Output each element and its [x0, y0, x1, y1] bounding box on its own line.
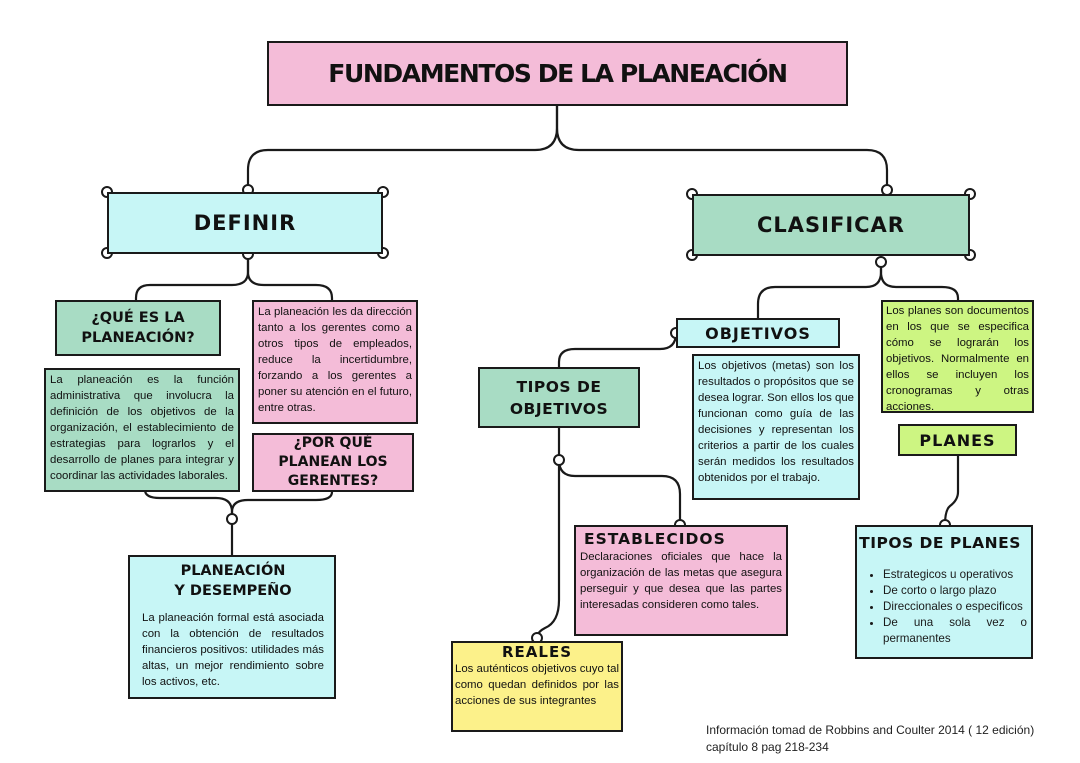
merge-connector-right [230, 490, 334, 521]
desempeno-title-line2: Y DESEMPEÑO [174, 583, 292, 599]
establecidos-title: ESTABLECIDOS [584, 530, 726, 548]
tipos-planes-item: De una sola vez o permanentes [883, 615, 1027, 647]
junction-dot [875, 256, 887, 268]
objetivos-title-box: OBJETIVOS [676, 318, 840, 348]
source-citation-line2: capítulo 8 pag 218-234 [706, 740, 829, 754]
por-que-text: La planeación les da dirección tanto a l… [258, 306, 412, 414]
source-citation: Información tomad de Robbins and Coulter… [706, 722, 1034, 756]
merge-connector-left [143, 488, 234, 521]
tipos-objetivos-line2: OBJETIVOS [509, 399, 609, 418]
establecidos-box: ESTABLECIDOS Declaraciones oficiales que… [574, 525, 788, 636]
planes-text: Los planes son documentos en los que se … [886, 305, 1029, 413]
tipos-planes-item: Direccionales o especificos [883, 599, 1027, 615]
main-title-box: FUNDAMENTOS DE LA PLANEACIÓN [267, 41, 848, 106]
tipos-planes-item: De corto o largo plazo [883, 583, 1027, 599]
planes-connector [943, 454, 960, 527]
por-que-text-box: La planeación les da dirección tanto a l… [252, 300, 418, 424]
reales-text: Los auténticos objetivos cuyo tal como q… [455, 663, 619, 707]
reales-title: REALES [501, 643, 572, 661]
planes-title: PLANES [919, 430, 996, 450]
title-connector-right [555, 104, 889, 192]
por-que-title-line3: GERENTES? [287, 473, 379, 489]
tipos-planes-item: Estrategicos u operativos [883, 567, 1027, 583]
definir-box: DEFINIR [107, 192, 383, 254]
tipos-planes-box: Estrategicos u operativos De corto o lar… [855, 525, 1033, 659]
title-connector [246, 104, 559, 192]
objetivos-text: Los objetivos (metas) son los resultados… [698, 360, 854, 484]
que-es-text-box: La planeación es la función administrati… [44, 368, 240, 492]
junction-dot [226, 513, 238, 525]
objetivos-text-box: Los objetivos (metas) son los resultados… [692, 354, 860, 500]
planes-title-box: PLANES [898, 424, 1017, 456]
definir-title: DEFINIR [193, 211, 297, 235]
tipos-connector-reales [535, 458, 561, 640]
clasificar-title: CLASIFICAR [757, 213, 905, 237]
desempeno-box: PLANEACIÓN Y DESEMPEÑO La planeación for… [128, 555, 336, 699]
tipos-planes-title: TIPOS DE PLANES [859, 534, 1021, 552]
que-es-title-line2: PLANEACIÓN? [81, 330, 195, 346]
clasificar-connector-right [879, 260, 960, 302]
junction-dot [553, 454, 565, 466]
objetivos-connector [557, 331, 678, 369]
clasificar-box: CLASIFICAR [692, 194, 970, 256]
tipos-objetivos-line1: TIPOS DE [516, 377, 602, 396]
establecidos-text: Declaraciones oficiales que hace la orga… [580, 551, 782, 611]
desempeno-title-line1: PLANEACIÓN [180, 563, 286, 579]
que-es-title-line1: ¿QUÉ ES LA [91, 310, 185, 326]
clasificar-connector [756, 260, 883, 320]
por-que-title-line2: PLANEAN LOS [278, 454, 388, 470]
por-que-title-box: ¿POR QUÉ PLANEAN LOS GERENTES? [252, 433, 414, 492]
main-title: FUNDAMENTOS DE LA PLANEACIÓN [328, 59, 788, 88]
planes-text-box: Los planes son documentos en los que se … [881, 300, 1034, 413]
tipos-objetivos-box: TIPOS DE OBJETIVOS [478, 367, 640, 428]
tipos-connector-establecidos [557, 458, 682, 527]
definir-connector-right [246, 252, 334, 302]
por-que-title-line1: ¿POR QUÉ [293, 435, 373, 451]
que-es-text: La planeación es la función administrati… [50, 374, 234, 482]
que-es-title-box: ¿QUÉ ES LA PLANEACIÓN? [55, 300, 221, 356]
desempeno-title: PLANEACIÓN Y DESEMPEÑO [142, 561, 324, 601]
reales-box: REALES Los auténticos objetivos cuyo tal… [451, 641, 623, 732]
desempeno-text: La planeación formal está asociada con l… [142, 612, 324, 688]
tipos-planes-list: Estrategicos u operativos De corto o lar… [861, 567, 1027, 647]
objetivos-title: OBJETIVOS [705, 323, 811, 343]
source-citation-line1: Información tomad de Robbins and Coulter… [706, 723, 1035, 737]
definir-connector [134, 252, 250, 302]
